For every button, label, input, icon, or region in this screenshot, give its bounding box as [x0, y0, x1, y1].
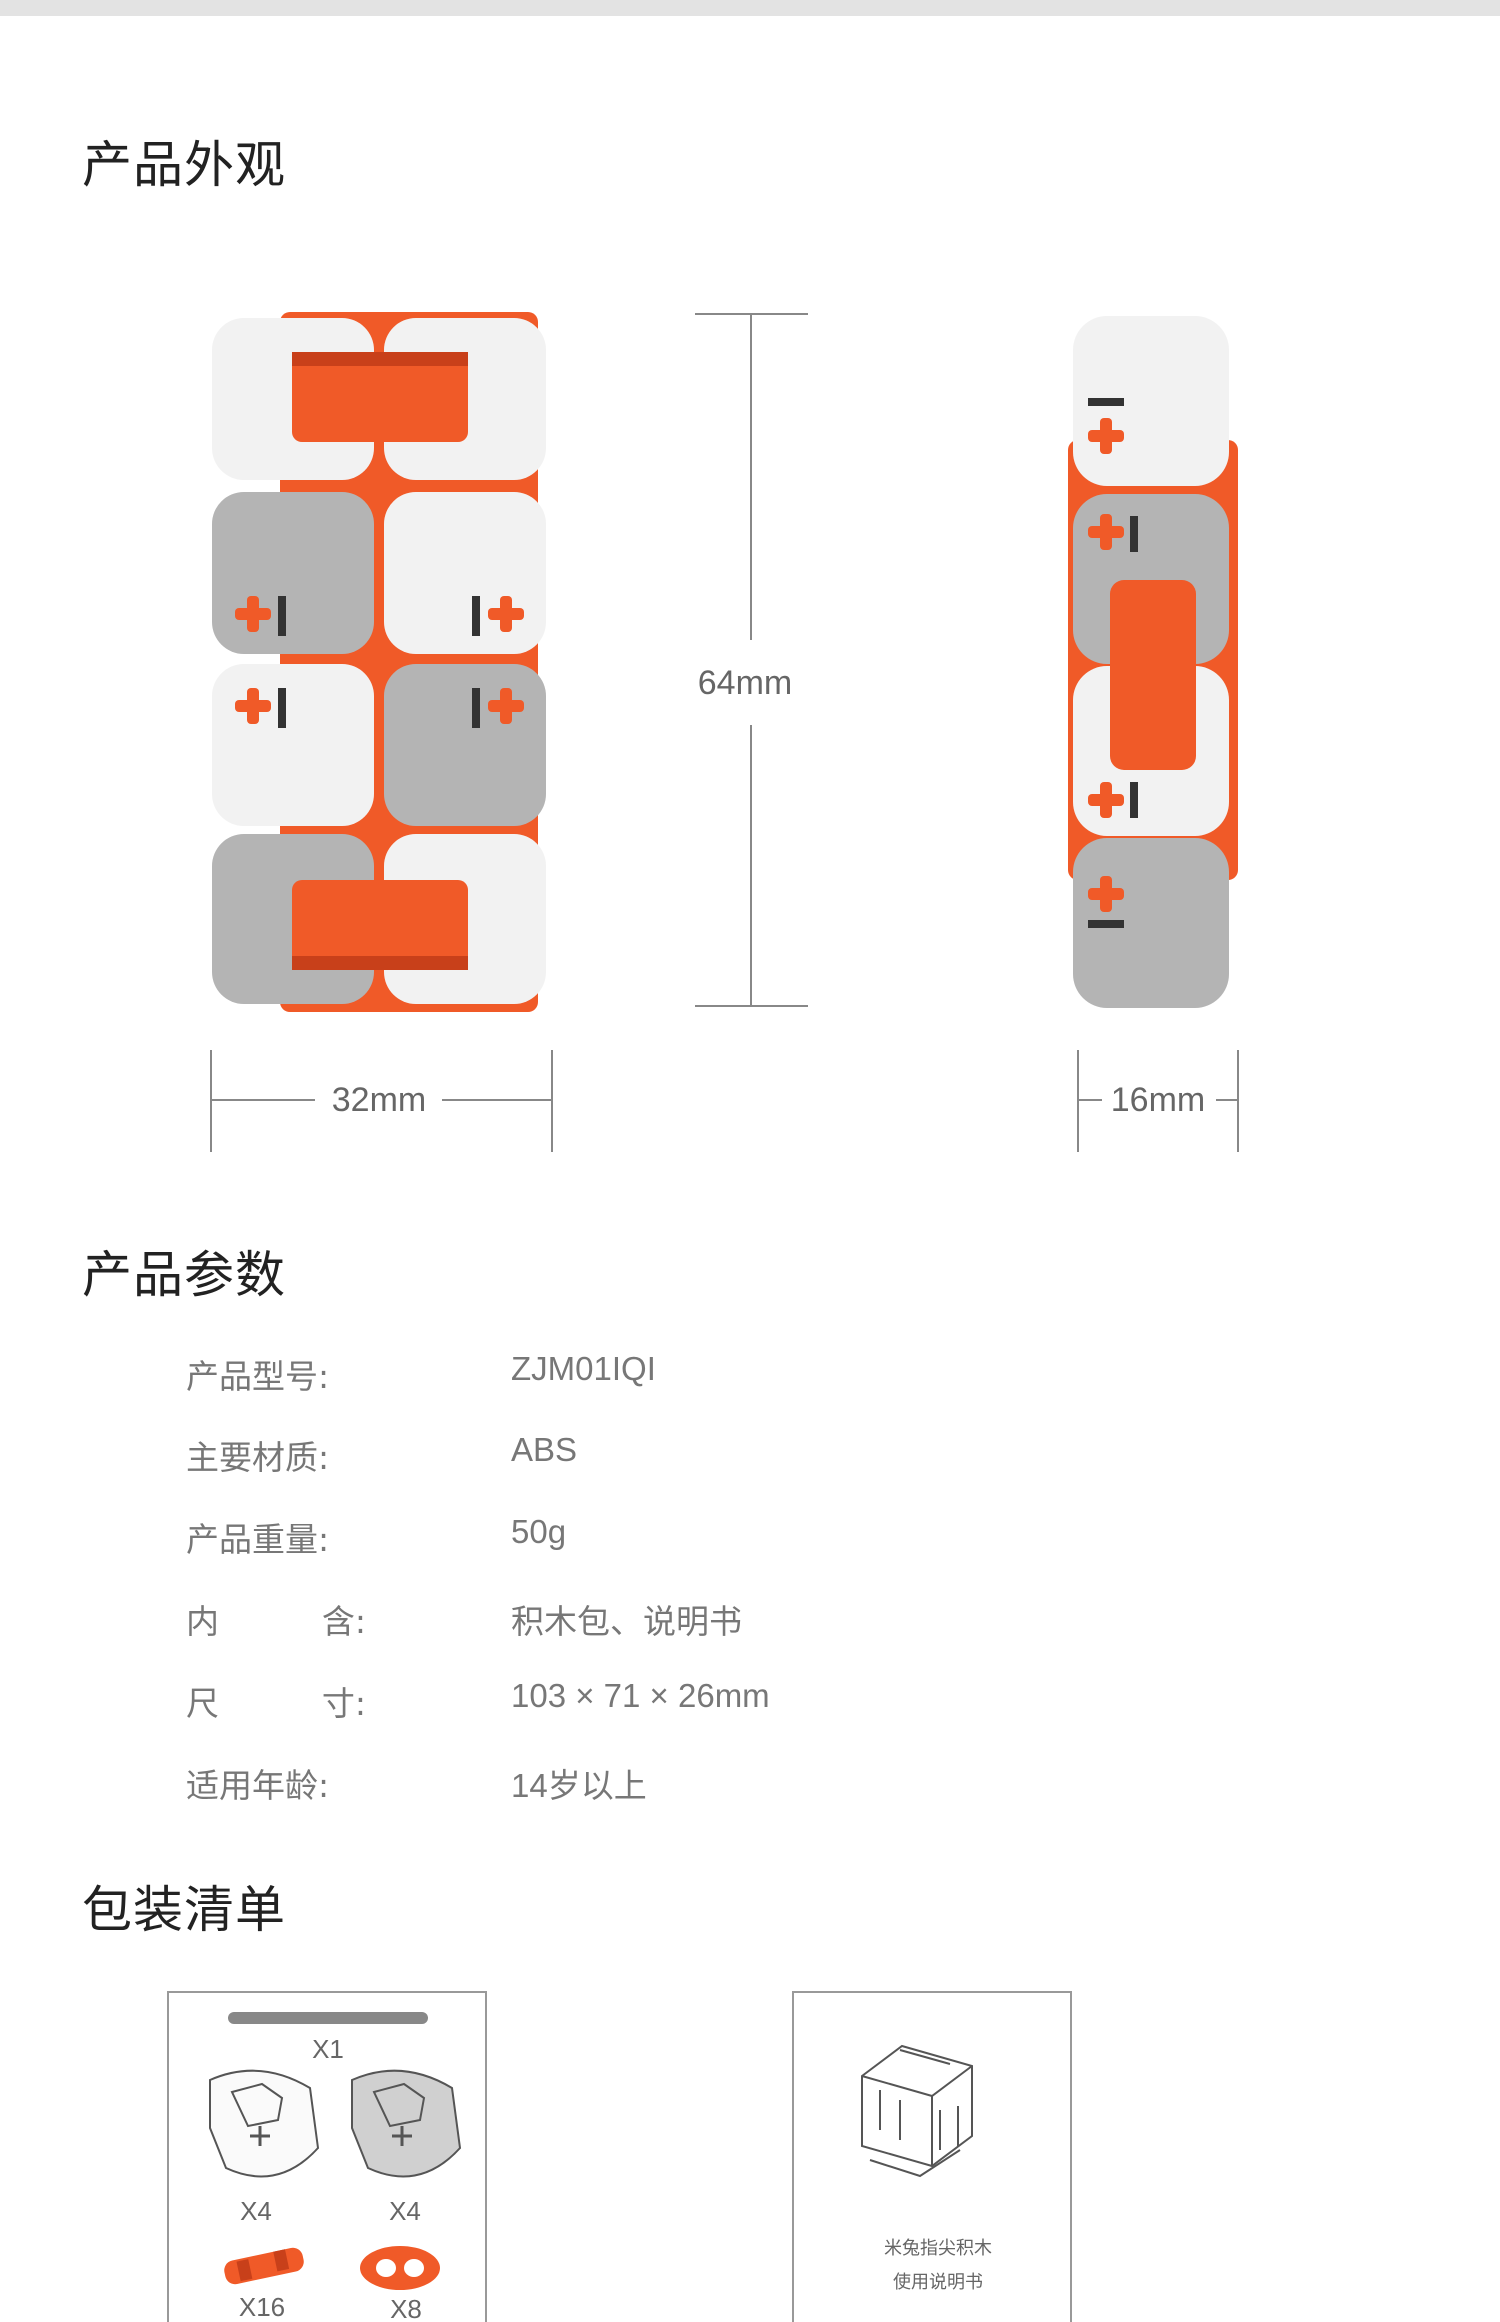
param-value: ZJM01IQI	[511, 1350, 656, 1387]
manual-card	[792, 1991, 1072, 2322]
depth-label: 16mm	[1111, 1081, 1205, 1119]
param-key-part: 尺	[186, 1684, 219, 1723]
grey-block-illustration	[351, 2069, 462, 2178]
manual-title: 米兔指尖积木	[884, 2238, 992, 2259]
white-block-illustration	[209, 2069, 320, 2178]
product-appearance-figure: 64mm 32mm 16mm	[210, 312, 1239, 1152]
width-dimension-line	[210, 1050, 553, 1152]
link-illustration	[360, 2246, 440, 2290]
connector-illustration	[224, 2247, 304, 2285]
param-key: 尺 寸:	[186, 1677, 366, 1725]
param-key-part: 含:	[321, 1602, 366, 1641]
parts-card	[167, 1991, 487, 2322]
link-qty: X8	[390, 2294, 422, 2322]
side-view-illustration	[1068, 316, 1238, 1008]
rod-illustration	[228, 2012, 428, 2024]
front-view-illustration	[212, 312, 546, 1012]
param-key: 内 含:	[186, 1595, 366, 1643]
param-value: 50g	[511, 1513, 567, 1550]
param-value: 14岁以上	[511, 1767, 647, 1804]
param-key: 产品重量:	[186, 1520, 330, 1559]
param-key-part: 内	[186, 1602, 219, 1641]
grey-block-qty: X4	[389, 2196, 421, 2226]
manual-cube-illustration	[861, 2044, 973, 2178]
param-key-part: 寸:	[321, 1684, 366, 1723]
param-key: 产品型号:	[186, 1357, 330, 1396]
rod-qty: X1	[312, 2034, 344, 2064]
param-value: 103 × 71 × 26mm	[511, 1677, 770, 1714]
section-title-params: 产品参数	[82, 1246, 286, 1304]
param-value: 积木包、说明书	[511, 1603, 742, 1640]
param-key: 适用年龄:	[186, 1766, 330, 1805]
section-title-package: 包装清单	[82, 1881, 286, 1939]
param-value: ABS	[511, 1431, 578, 1468]
depth-dimension-line	[1077, 1050, 1239, 1152]
manual-subtitle: 使用说明书	[893, 2272, 983, 2293]
top-divider-bar	[0, 0, 1500, 16]
height-dimension-line	[695, 313, 808, 1007]
section-title-appearance: 产品外观	[82, 136, 286, 194]
white-block-qty: X4	[240, 2196, 272, 2226]
connector-qty: X16	[239, 2292, 285, 2322]
width-label: 32mm	[332, 1081, 426, 1119]
param-key: 主要材质:	[186, 1438, 330, 1477]
height-label: 64mm	[698, 664, 792, 702]
